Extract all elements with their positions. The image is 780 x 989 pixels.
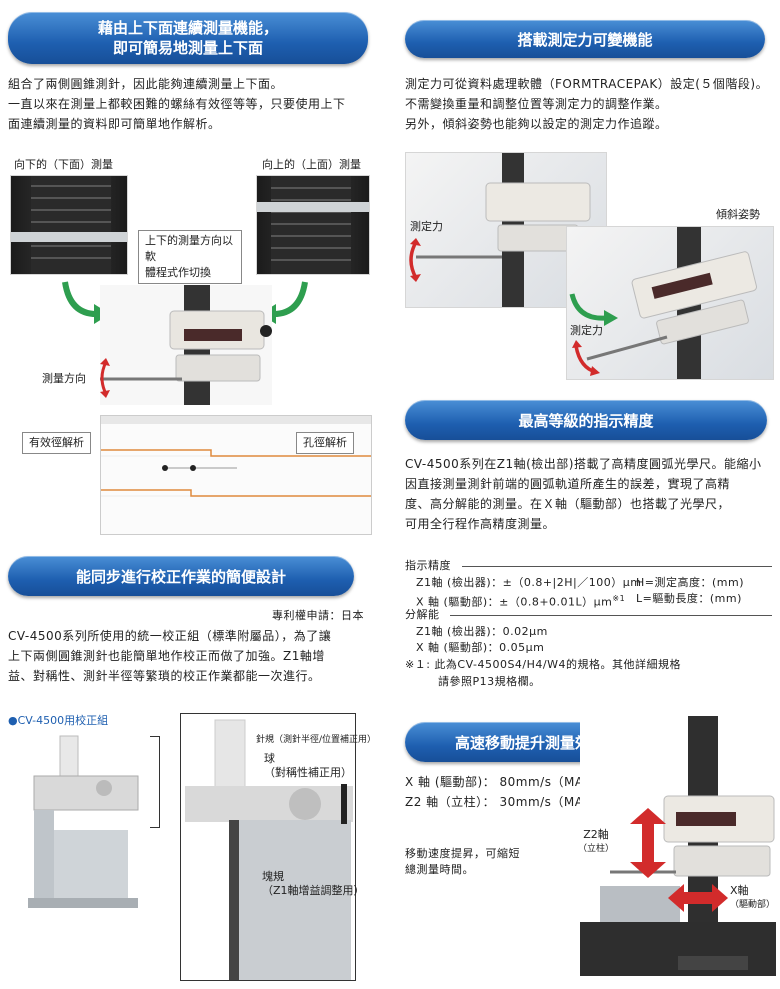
spec-note-1: ※１: 此為CV-4500S4/H4/W4的規格。其他詳細規格 — [405, 658, 681, 671]
section-title-calibration: 能同步進行校正作業的簡便設計 — [8, 556, 354, 596]
patent-note: 專利權申請：日本 — [272, 609, 364, 622]
ball-line: 球 — [264, 752, 275, 765]
sec3-body: CV-4500系列在Z1軸(檢出部)搭載了高精度圓弧光學尺。能縮小 因直接測量測… — [405, 454, 777, 534]
speed-x: X 軸 (驅動部)： 80mm/s（MAX） — [405, 775, 605, 789]
desc-line: 移動速度提昇，可縮短 — [405, 847, 520, 860]
resolution-x: X 軸 (驅動部)：0.05μm — [416, 641, 545, 654]
detector-illustration — [100, 285, 272, 405]
accuracy-x: X 軸 (驅動部)：±（0.8+0.01L）μm※1 — [416, 591, 625, 611]
section-title-variable-force: 搭載測定力可變機能 — [405, 20, 765, 58]
label-hole-diameter: 孔徑解析 — [296, 432, 354, 454]
section-title-accuracy: 最高等級的指示精度 — [405, 400, 767, 440]
accuracy-z1-note: H=測定高度：(mm) — [636, 576, 745, 589]
sec2-body: 測定力可從資料處理軟體（FORMTRACEPAK）設定(５個階段)。 不需變換重… — [405, 74, 777, 134]
x-line: （驅動部） — [730, 900, 776, 910]
detector-vertical-illustration — [416, 153, 591, 307]
green-arrow-tilt — [569, 293, 618, 326]
analysis-waveform — [101, 416, 371, 497]
note-line: 體程式作切換 — [145, 266, 211, 279]
calibration-title-text: 能同步進行校正作業的簡便設計 — [75, 567, 286, 586]
photo-calibration-closeup — [180, 713, 356, 981]
accuracy-x-sup: ※1 — [612, 594, 626, 603]
spec-note-2: 請參照P13規格欄。 — [438, 675, 541, 688]
sec1-body-line: 一直以來在測量上都較困難的螺絲有效徑等等，只要使用上下 — [8, 97, 346, 111]
stylus-up-illustration — [257, 176, 369, 274]
photo-instrument — [580, 716, 776, 982]
label-z2-axis: Z2軸 （立柱） — [578, 828, 614, 856]
label-gauge-block: 塊規 （Z1軸增益調整用） — [262, 870, 365, 898]
measure-direction-arrow — [100, 358, 110, 398]
variable-force-title-text: 搭載測定力可變機能 — [517, 30, 653, 49]
accuracy-heading: 指示精度 — [405, 559, 451, 572]
sec4-body: CV-4500系列所使用的統一校正組（標準附屬品），為了讓 上下兩側圓錐測針也能… — [8, 626, 380, 686]
force-arrow-2 — [572, 340, 600, 376]
z2-line: Z2軸 — [583, 828, 609, 841]
section-title-continuous-measurement: 藉由上下面連續測量機能， 即可簡易地測量上下面 — [8, 12, 368, 64]
kit-bracket — [150, 736, 160, 828]
sec3-body-line: CV-4500系列在Z1軸(檢出部)搭載了高精度圓弧光學尺。能縮小 — [405, 457, 762, 471]
force-arrow-1 — [409, 238, 421, 282]
sec2-body-line: 測定力可從資料處理軟體（FORMTRACEPAK）設定(５個階段)。 — [405, 77, 769, 91]
label-force-1: 測定力 — [410, 220, 443, 233]
sec2-body-line: 不需變換重量和調整位置等測定力的調整作業。 — [405, 97, 668, 111]
sec4-body-line: 益、對稱性、測針半徑等繁瑣的校正作業都能一次進行。 — [8, 669, 321, 683]
label-tilt-posture: 傾斜姿勢 — [716, 208, 760, 221]
accuracy-z1: Z1軸 (檢出器)：±（0.8+|2H|／100）μm — [416, 576, 642, 589]
resolution-rule — [450, 615, 772, 616]
sec4-body-line: 上下兩側圓錐測針也能簡單地作校正而做了加強。Z1軸增 — [8, 649, 325, 663]
photo-detector-unit — [100, 285, 272, 405]
block-line: 塊規 — [262, 870, 284, 883]
x-axis-arrow — [668, 884, 728, 912]
label-upward: 向上的（上面）測量 — [262, 158, 361, 171]
speed-description: 移動速度提昇，可縮短 總測量時間。 — [405, 846, 520, 878]
detector-tilted-illustration — [586, 227, 757, 379]
accuracy-rule — [462, 566, 772, 567]
sec3-body-line: 可用全行程作高精度測量。 — [405, 517, 556, 531]
note-line: 上下的測量方向以軟 — [145, 234, 233, 263]
photo-upward-measurement — [256, 175, 370, 275]
high-speed-title-text: 高速移動提升測量效率 — [454, 733, 605, 752]
label-x-axis: X軸 （驅動部） — [730, 884, 775, 912]
ball-line: （對稱性補正用） — [264, 766, 352, 779]
section-title-line1: 藉由上下面連續測量機能， — [97, 19, 278, 37]
section-title-line2: 即可簡易地測量上下面 — [112, 39, 263, 57]
direction-switch-note: 上下的測量方向以軟 體程式作切換 — [138, 230, 242, 284]
label-ball: 球 （對稱性補正用） — [264, 752, 352, 780]
sec1-body: 組合了兩側圓錐測針，因此能夠連續測量上下面。 一直以來在測量上都較困難的螺絲有效… — [8, 74, 380, 134]
resolution-heading: 分解能 — [405, 608, 440, 621]
calibration-kit-illustration — [28, 735, 139, 908]
label-gauge-pin: 針規（測針半徑/位置補正用） — [256, 735, 377, 745]
accuracy-x-note: L=驅動長度：(mm) — [636, 592, 742, 605]
accuracy-title-text: 最高等級的指示精度 — [518, 411, 654, 430]
sec3-body-line: 因直接測量測針前端的圓弧軌道所產生的誤差，實現了高精 — [405, 477, 731, 491]
sec2-body-line: 另外，傾斜姿勢也能夠以設定的測定力作追蹤。 — [405, 117, 668, 131]
label-measure-direction: 測量方向 — [42, 372, 86, 385]
photo-force-tilted — [566, 226, 774, 380]
photo-calibration-kit — [20, 730, 144, 910]
label-force-2: 測定力 — [570, 324, 603, 337]
sec1-body-line: 面連續測量的資料即可簡單地作解析。 — [8, 117, 221, 131]
accuracy-x-text: X 軸 (驅動部)：±（0.8+0.01L）μm — [416, 595, 613, 609]
calibration-kit-label: ●CV-4500用校正組 — [8, 714, 109, 727]
sec1-body-line: 組合了兩側圓錐測針，因此能夠連續測量上下面。 — [8, 77, 284, 91]
z2-line: （立柱） — [578, 844, 615, 854]
x-line: X軸 — [730, 884, 749, 897]
z2-axis-arrow — [630, 808, 666, 878]
photo-downward-measurement — [10, 175, 128, 275]
sec4-body-line: CV-4500系列所使用的統一校正組（標準附屬品），為了讓 — [8, 629, 332, 643]
label-downward: 向下的（下面）測量 — [14, 158, 113, 171]
stylus-down-illustration — [11, 176, 127, 274]
block-line: （Z1軸增益調整用） — [262, 884, 365, 897]
label-effective-diameter: 有效徑解析 — [22, 432, 91, 454]
calibration-closeup-illustration — [185, 719, 353, 980]
desc-line: 總測量時間。 — [405, 863, 474, 876]
sec3-body-line: 度、高分解能的測量。在Ｘ軸（驅動部）也搭載了光學尺， — [405, 497, 731, 511]
resolution-z1: Z1軸 (檢出器)：0.02μm — [416, 625, 548, 638]
speed-z2: Z2 軸（立柱）： 30mm/s（MAX） — [405, 795, 605, 809]
